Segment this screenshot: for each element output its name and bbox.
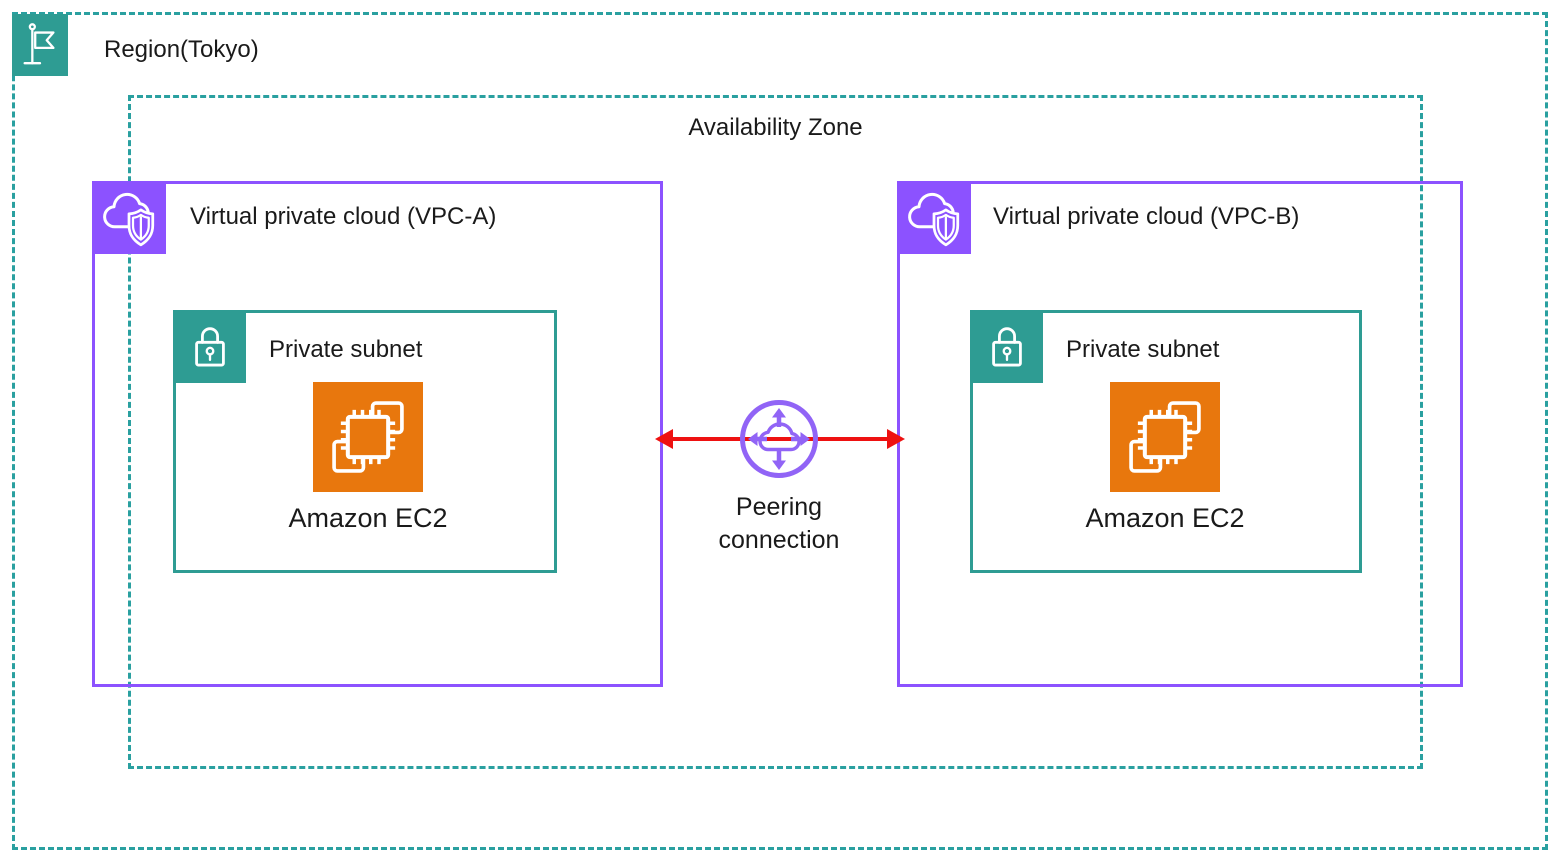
vpc-b-label: Virtual private cloud (VPC-B) [993, 203, 1300, 230]
availability-zone-border [128, 95, 1423, 769]
amazon-ec2-label: Amazon EC2 [288, 503, 448, 533]
availability-zone-label: Availability Zone [688, 114, 863, 141]
peering-connection-label: Peering connection [718, 493, 840, 554]
vpc-a-label: Virtual private cloud (VPC-A) [190, 203, 497, 230]
private-subnet-a-label: Private subnet [269, 336, 423, 363]
region-flag-icon [12, 14, 68, 76]
private-subnet-lock-icon [173, 310, 246, 383]
region-group-border [12, 12, 1548, 850]
amazon-ec2-label: Amazon EC2 [1085, 503, 1245, 533]
peering-connection-icon [740, 400, 818, 478]
vpc-a-border [92, 181, 663, 687]
private-subnet-b-label: Private subnet [1066, 336, 1220, 363]
amazon-ec2-icon [313, 382, 423, 492]
vpc-icon [92, 181, 166, 254]
amazon-ec2-icon [1110, 382, 1220, 492]
private-subnet-lock-icon [970, 310, 1043, 383]
private-subnet-a-border [173, 310, 557, 573]
vpc-icon [897, 181, 971, 254]
vpc-b-border [897, 181, 1463, 687]
peering-arrow [655, 429, 905, 449]
private-subnet-b-border [970, 310, 1362, 573]
region-label: Region(Tokyo) [104, 36, 259, 63]
